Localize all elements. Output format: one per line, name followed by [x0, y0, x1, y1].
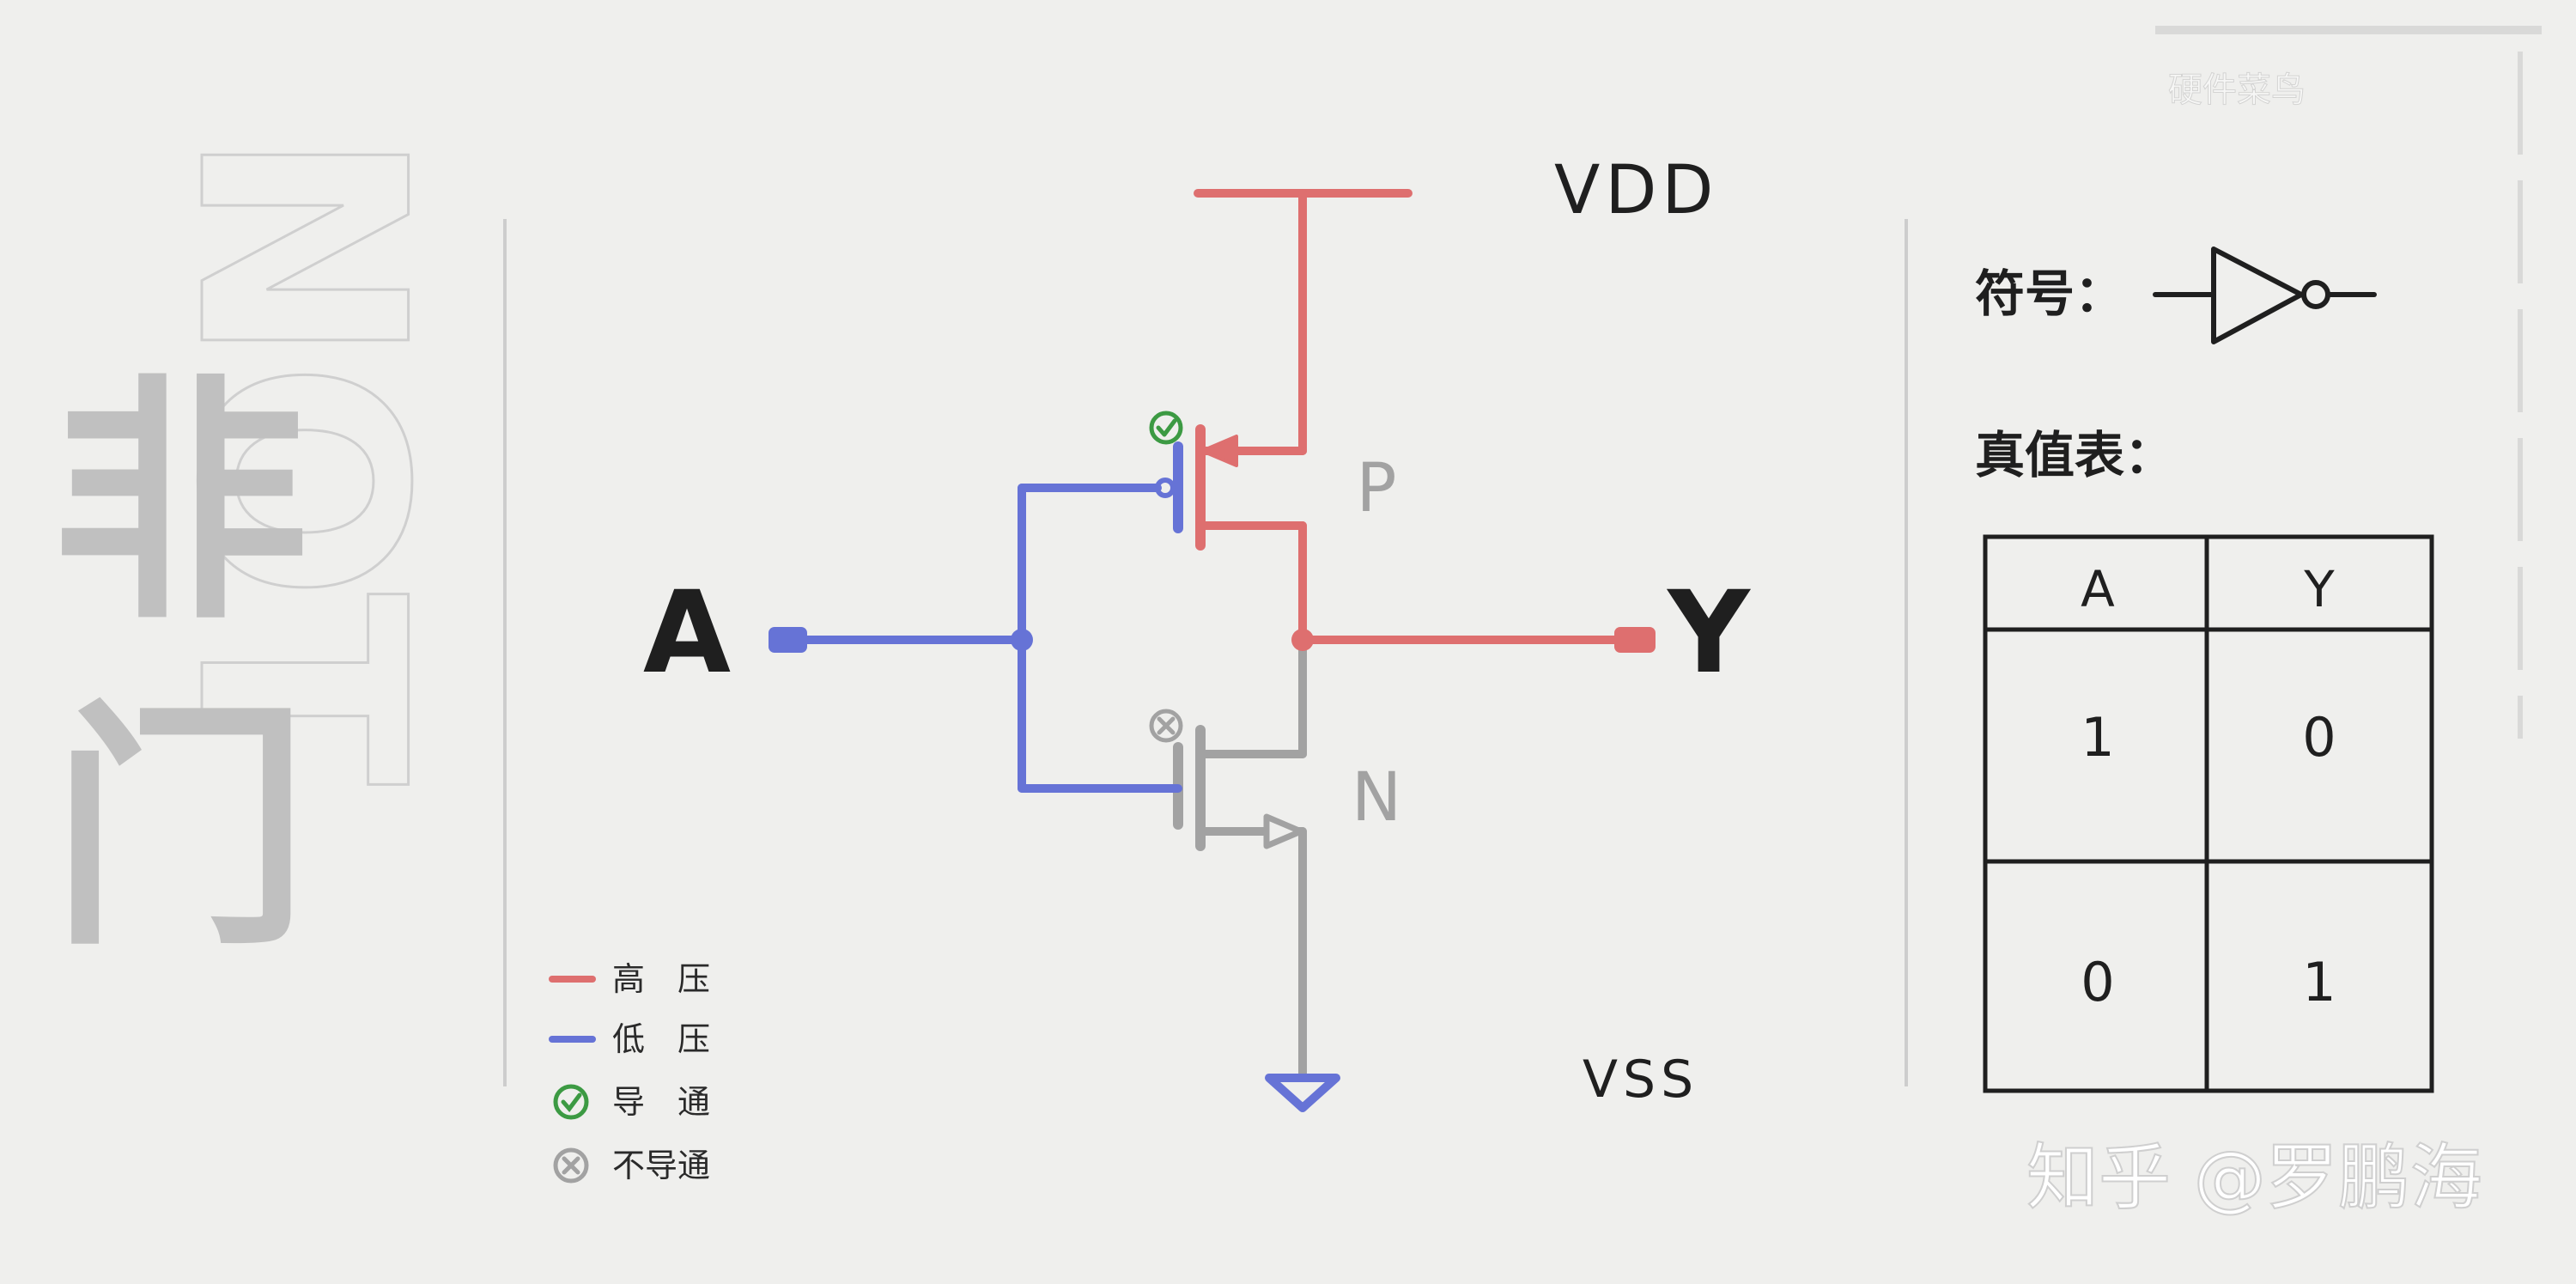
check-circle-icon: [553, 1084, 589, 1120]
nmos-source-arrow: [1263, 813, 1304, 849]
x-circle-icon: [553, 1147, 589, 1184]
pmos-source-arrow: [1200, 435, 1238, 467]
truth-table-header-a: A: [2081, 560, 2115, 618]
corner-mark-text: 硬件菜鸟: [2168, 70, 2306, 110]
watermark-letter-t: T: [135, 593, 465, 788]
legend-label-high: 高 压: [612, 960, 710, 998]
truth-table-cell: 1: [2081, 706, 2114, 769]
nmos-off-x-icon: [1149, 709, 1183, 743]
pmos-transistor: [1155, 424, 1307, 644]
legend-item-high: 高 压: [549, 960, 710, 998]
nmos-label: N: [1352, 759, 1401, 837]
not-watermark: N O T: [134, 128, 466, 789]
input-junction: [1011, 629, 1033, 651]
symbol-label: 符号：: [1975, 265, 2124, 323]
legend-item-low: 低 压: [549, 1020, 710, 1058]
credit-watermark: 知乎 @罗鹏海: [2026, 1135, 2482, 1220]
cmos-inverter-circuit: [769, 189, 1656, 1112]
truth-table-cell: 1: [2302, 951, 2336, 1013]
corner-mark: 硬件菜鸟: [2155, 26, 2542, 739]
vdd-label: VDD: [1554, 152, 1718, 229]
legend-label-off: 不导通: [612, 1147, 710, 1184]
pmos-label: P: [1356, 450, 1396, 527]
input-wiring: [773, 484, 1182, 793]
input-label-a: A: [643, 567, 731, 699]
not-gate-symbol-icon: [2153, 246, 2377, 344]
output-label-y: Y: [1666, 567, 1751, 699]
vss-ground-symbol: [1265, 1074, 1340, 1112]
legend-item-on: 导 通: [553, 1083, 710, 1121]
output-junction: [1291, 629, 1314, 651]
nmos-transistor: [1173, 636, 1307, 1082]
watermark-letter-n: N: [135, 129, 465, 366]
legend: 高 压 低 压 导 通 不导通: [549, 960, 710, 1184]
input-terminal: [769, 627, 807, 653]
truth-table: A Y 1 0 0 1: [1983, 534, 2434, 1093]
gate-title-char-2: 门: [52, 680, 309, 980]
legend-label-on: 导 通: [612, 1083, 710, 1121]
legend-item-off: 不导通: [553, 1147, 710, 1184]
truth-table-cell: 0: [2081, 951, 2114, 1013]
truth-table-cell: 0: [2302, 706, 2336, 769]
truth-table-header-y: Y: [2303, 560, 2335, 618]
vss-label: VSS: [1583, 1050, 1698, 1110]
truth-table-label: 真值表：: [1975, 426, 2174, 484]
output-terminal: [1614, 627, 1656, 653]
legend-label-low: 低 压: [612, 1020, 710, 1058]
gate-title-char-1: 非: [52, 354, 309, 654]
watermark-letter-o: O: [135, 361, 465, 602]
pmos-on-check-icon: [1149, 411, 1183, 445]
